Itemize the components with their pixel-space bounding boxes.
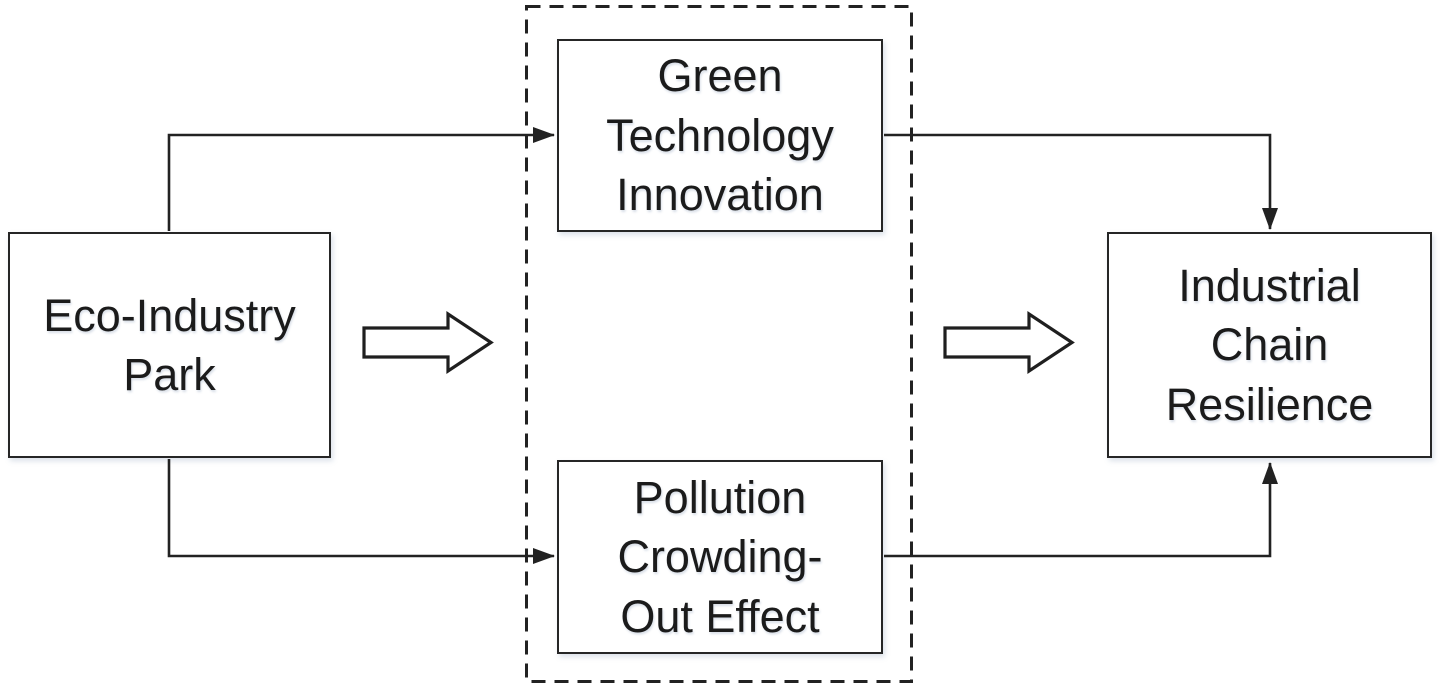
node-pollution-crowding-out-effect-label: Pollution Crowding- Out Effect bbox=[617, 471, 823, 642]
block-arrow-right-icon-left bbox=[362, 311, 494, 374]
node-eco-industry-park-label: Eco-Industry Park bbox=[43, 289, 296, 400]
node-green-technology-innovation-label: Green Technology Innovation bbox=[606, 50, 834, 221]
node-industrial-chain-resilience: Industrial Chain Resilience bbox=[1107, 232, 1432, 458]
connector-eco-to-green-arrow bbox=[167, 127, 555, 231]
node-eco-industry-park: Eco-Industry Park bbox=[8, 232, 331, 458]
block-arrow-right-icon-right bbox=[943, 311, 1075, 374]
connector-pollution-to-resilience-arrow bbox=[884, 462, 1278, 558]
node-industrial-chain-resilience-label: Industrial Chain Resilience bbox=[1165, 259, 1374, 430]
node-pollution-crowding-out-effect: Pollution Crowding- Out Effect bbox=[557, 460, 883, 654]
connector-green-to-resilience-arrow bbox=[884, 133, 1278, 230]
node-green-technology-innovation: Green Technology Innovation bbox=[557, 39, 883, 232]
connector-eco-to-pollution-arrow bbox=[167, 459, 555, 564]
